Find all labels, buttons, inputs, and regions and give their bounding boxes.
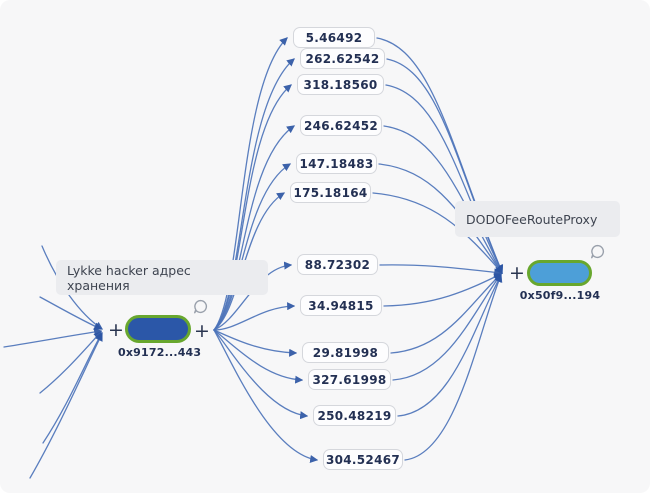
edge <box>213 329 319 463</box>
edge <box>404 273 503 461</box>
edge <box>213 163 292 331</box>
amount-label[interactable]: 147.18483 <box>296 153 377 174</box>
edge <box>378 163 503 274</box>
source-expand-left-button[interactable]: + <box>108 319 124 341</box>
edge <box>383 125 503 275</box>
amount-label[interactable]: 175.18164 <box>290 182 371 203</box>
incoming-edges <box>3 245 103 479</box>
edge <box>213 302 296 331</box>
amount-label[interactable]: 304.52467 <box>323 449 403 470</box>
edge <box>39 296 103 330</box>
edge <box>392 273 502 381</box>
target-expand-left-button[interactable]: + <box>509 262 525 284</box>
edge <box>383 273 503 307</box>
edge <box>213 37 288 331</box>
edge <box>390 273 502 354</box>
edge <box>379 264 503 277</box>
amount-label[interactable]: 29.81998 <box>302 342 389 363</box>
amount-label[interactable]: 5.46492 <box>293 27 375 48</box>
amount-to-target-edges <box>372 37 504 461</box>
edge <box>213 329 309 420</box>
amount-label[interactable]: 327.61998 <box>308 369 391 390</box>
source-to-amount-edges <box>213 37 319 463</box>
amount-label[interactable]: 34.94815 <box>300 295 382 316</box>
comment-icon[interactable] <box>193 299 208 314</box>
edge <box>29 332 103 479</box>
edge <box>385 84 503 274</box>
edge <box>213 329 304 384</box>
edge <box>213 58 295 331</box>
source-expand-right-button[interactable]: + <box>194 320 210 342</box>
edge <box>372 192 503 274</box>
edge <box>213 84 292 331</box>
edge <box>213 329 298 357</box>
edge <box>42 331 103 444</box>
amount-label[interactable]: 318.18560 <box>297 74 384 95</box>
target-node-label-text: DODOFeeRouteProxy <box>466 211 598 227</box>
edge <box>3 328 103 348</box>
edge <box>39 331 102 394</box>
target-node-label[interactable]: DODOFeeRouteProxy <box>455 201 620 237</box>
amount-label[interactable]: 246.62452 <box>300 115 382 136</box>
comment-icon[interactable] <box>590 244 605 259</box>
source-node-pill[interactable] <box>125 315 191 343</box>
source-node-label[interactable]: Lykke hacker адрес хранения <box>56 260 268 295</box>
source-node-label-text: Lykke hacker адрес хранения <box>67 262 191 293</box>
source-node-address: 0x9172...443 <box>118 346 202 359</box>
amount-label[interactable]: 262.62542 <box>300 48 385 69</box>
amount-label[interactable]: 250.48219 <box>313 405 396 426</box>
target-node-address: 0x50f9...194 <box>519 289 601 302</box>
target-node-pill[interactable] <box>527 260 592 286</box>
edge <box>397 273 502 417</box>
amount-label[interactable]: 88.72302 <box>297 254 378 275</box>
